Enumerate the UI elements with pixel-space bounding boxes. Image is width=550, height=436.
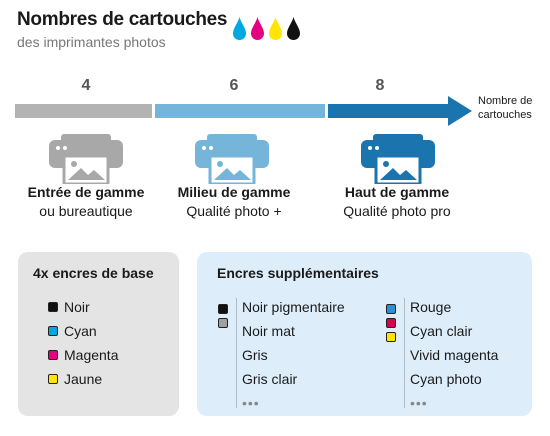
list-item: Vivid magenta (410, 347, 499, 363)
printer-high-icon (361, 134, 435, 184)
base-inks-title: 4x encres de base (33, 265, 154, 281)
yellow-drop-icon (269, 17, 282, 40)
list-item: Jaune (48, 367, 118, 391)
count-mid: 6 (229, 77, 239, 94)
tier-high-sub: Qualité photo pro (343, 203, 451, 219)
base-inks-panel: 4x encres de base Noir Cyan Magenta Jaun… (18, 252, 179, 416)
list-item: Noir mat (242, 323, 295, 339)
printer-entry-icon (49, 134, 123, 184)
col2-divider (404, 298, 405, 408)
tier-high: Haut de gamme Qualité photo pro (312, 183, 482, 221)
axis-label: Nombre de cartouches (478, 95, 533, 121)
extra-inks-panel: Encres supplémentaires Noir pigmentaire … (197, 252, 532, 416)
bar-high (328, 104, 450, 118)
extra-col1-swatches (218, 304, 234, 328)
extra-inks-col1: Noir pigmentaire Noir mat Gris Gris clai… (242, 295, 345, 415)
list-item: Noir (48, 295, 118, 319)
list-item: Cyan clair (410, 323, 473, 339)
list-item: Cyan photo (410, 371, 482, 387)
col1-divider (236, 298, 237, 408)
black-drop-icon (287, 17, 300, 40)
swatch-extra (386, 304, 396, 314)
more-dots: ••• (410, 395, 428, 411)
extra-inks-col2: Rouge Cyan clair Vivid magenta Cyan phot… (410, 295, 498, 415)
list-item: Rouge (410, 299, 452, 315)
list-item: Gris clair (242, 371, 298, 387)
cyan-drop-icon (233, 17, 246, 40)
chart-title: Nombres de cartouches (17, 9, 228, 30)
tier-high-title: Haut de gamme (344, 184, 450, 200)
chart-subtitle: des imprimantes photos (17, 34, 166, 50)
swatch-extra (386, 318, 396, 328)
swatch-cyan (48, 326, 58, 336)
tier-entry-sub: ou bureautique (39, 203, 133, 219)
bar-mid (155, 104, 325, 118)
magenta-drop-icon (251, 17, 264, 40)
tier-mid-sub: Qualité photo + (186, 203, 282, 219)
list-item: Cyan (48, 319, 118, 343)
swatch-yellow (48, 374, 58, 384)
list-item: Magenta (48, 343, 118, 367)
swatch-extra (386, 332, 396, 342)
swatch-extra (218, 304, 228, 314)
bar-entry (15, 104, 152, 118)
extra-col2-swatches (386, 304, 402, 342)
swatch-extra (218, 318, 228, 328)
tier-mid: Milieu de gamme Qualité photo + (149, 183, 319, 221)
swatch-magenta (48, 350, 58, 360)
base-inks-list: Noir Cyan Magenta Jaune (48, 295, 118, 391)
ink-drops (233, 17, 300, 41)
list-item: Gris (242, 347, 268, 363)
count-high: 8 (375, 77, 385, 94)
swatch-black (48, 302, 58, 312)
arrow-head-icon (448, 96, 472, 126)
printer-mid-icon (195, 134, 269, 184)
list-item: Noir pigmentaire (242, 299, 345, 315)
tier-entry-title: Entrée de gamme (27, 184, 145, 200)
tier-mid-title: Milieu de gamme (177, 184, 291, 200)
extra-inks-title: Encres supplémentaires (217, 265, 379, 281)
more-dots: ••• (242, 395, 260, 411)
count-entry: 4 (81, 77, 91, 94)
tier-entry: Entrée de gamme ou bureautique (1, 183, 171, 221)
